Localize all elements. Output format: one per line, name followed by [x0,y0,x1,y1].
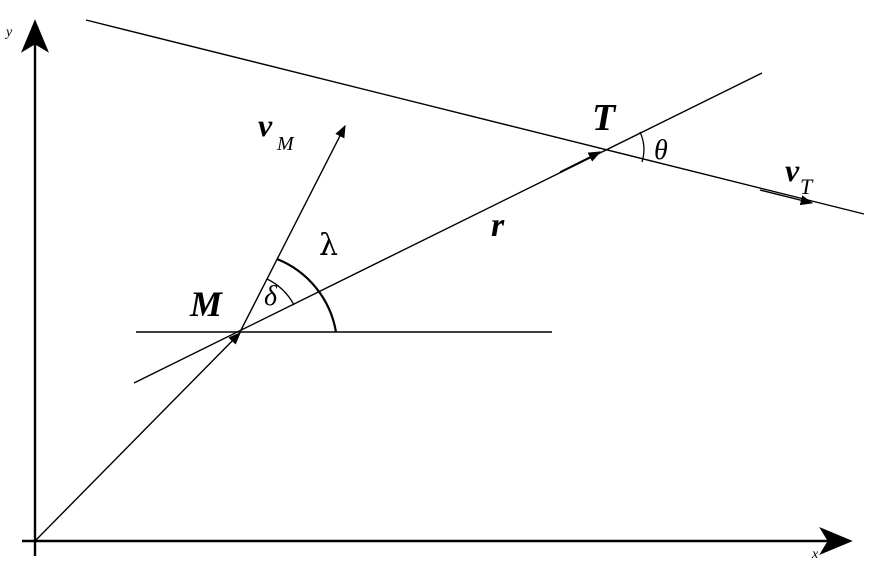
target-path-line [85,19,865,215]
theta-angle-arc [639,131,645,163]
missile-velocity-vector [239,124,346,333]
y-axis-label: y [4,25,13,40]
delta-angle-label: δ [264,281,278,312]
target-velocity-arrow [759,189,814,206]
line-of-sight-arrow [559,151,602,173]
theta-angle-label: θ [654,135,668,166]
target-velocity-subscript: T [800,174,814,199]
missile-velocity-symbol: v [258,107,273,143]
target-point-label: T [592,97,617,139]
target-velocity-symbol: v [785,152,800,188]
missile-point-label: M [189,284,224,324]
line-of-sight-label: r [491,207,505,244]
lambda-angle-label: λ [319,228,338,263]
missile-trajectory [34,332,241,542]
delta-angle-arc [266,278,295,306]
lambda-angle-arc [276,257,338,333]
line-of-sight [133,72,763,384]
missile-velocity-label: v M [258,107,295,155]
target-velocity-label: v T [785,152,814,199]
x-axis-label: x [811,547,819,561]
missile-velocity-subscript: M [276,133,295,155]
